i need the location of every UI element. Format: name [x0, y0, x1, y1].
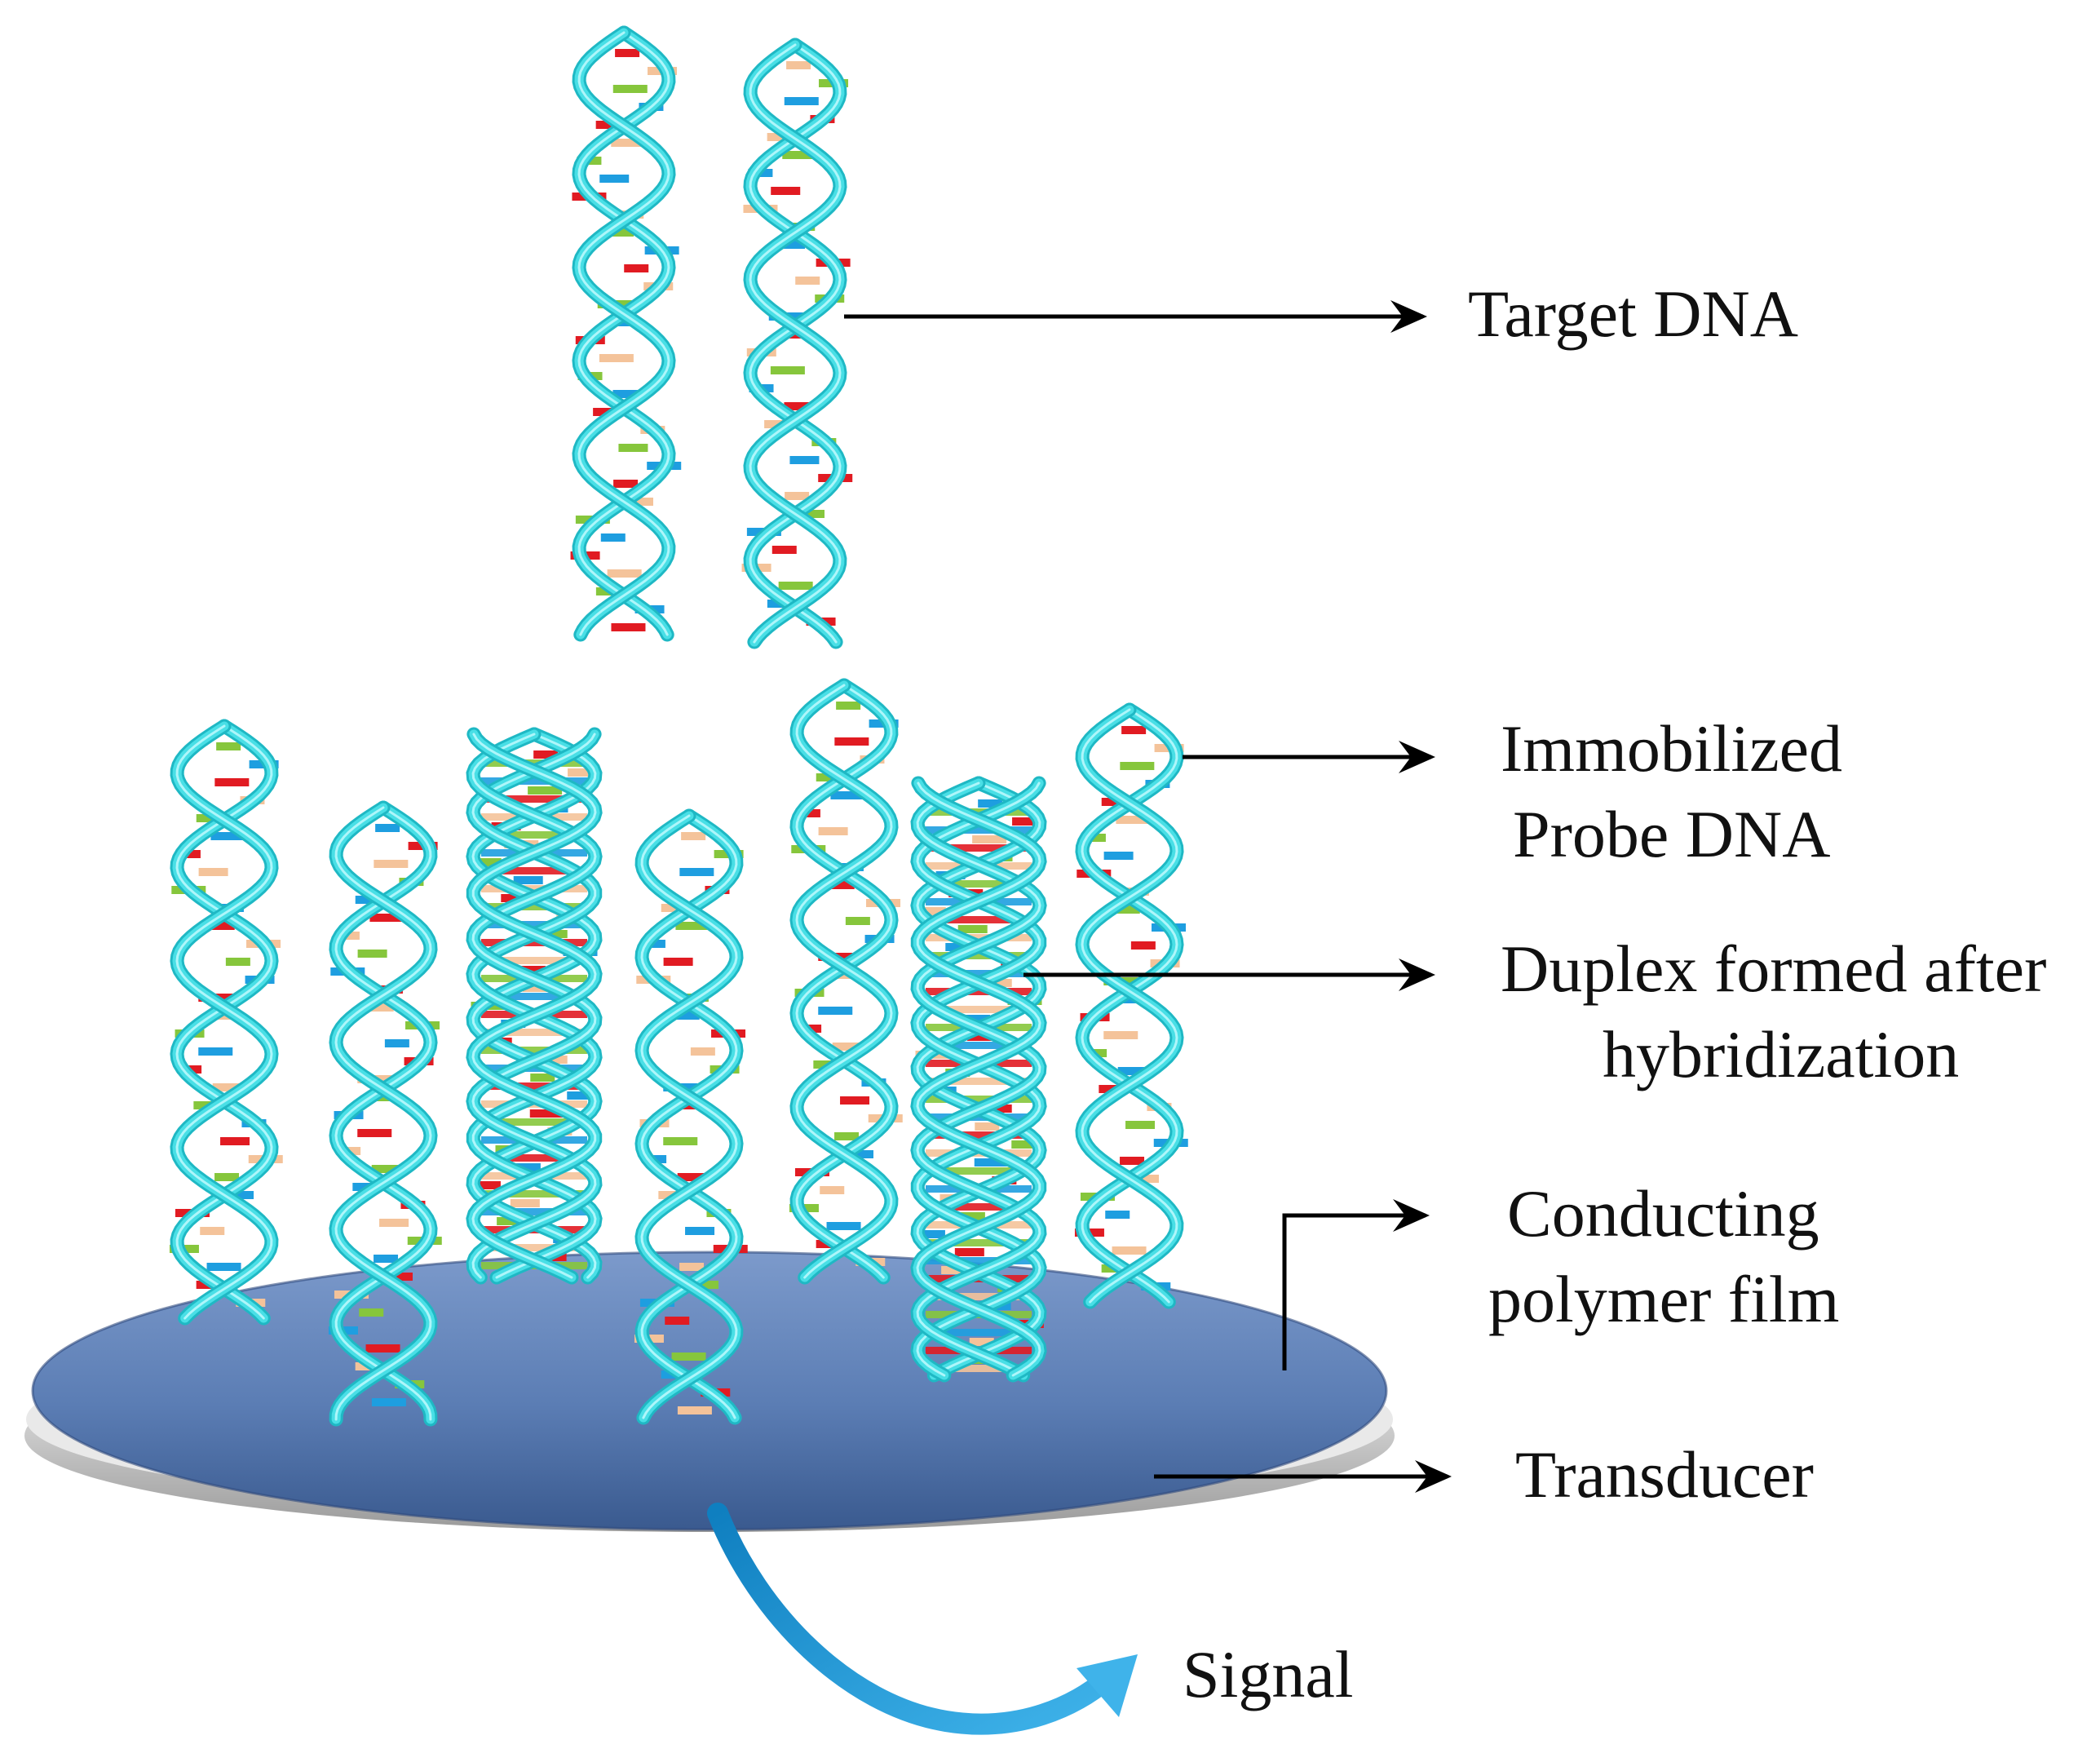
label-arrows	[844, 300, 1452, 1493]
label-duplex: Duplex formed after	[1501, 932, 2046, 1006]
probe-strand-5	[1074, 702, 1188, 1309]
label-transducer: Transducer	[1515, 1437, 1814, 1512]
label-hybridization: hybridization	[1603, 1017, 1959, 1091]
label-conducting: Conducting	[1507, 1176, 1819, 1251]
polymer-arrow	[1282, 1199, 1430, 1370]
target-strand-2	[741, 38, 853, 649]
label-immobilized: Immobilized	[1501, 711, 1842, 786]
label-polymer-film: polymer film	[1488, 1262, 1839, 1336]
label-probe-dna: Probe DNA	[1513, 797, 1830, 871]
probe-strand-3	[634, 808, 748, 1425]
label-signal: Signal	[1183, 1637, 1354, 1711]
curved-arrow-icon	[707, 1503, 1138, 1735]
dna-strands	[169, 25, 1188, 1427]
target-strand-1	[570, 25, 682, 642]
duplex-strand-1	[466, 727, 603, 1285]
duplex-strand-2	[910, 776, 1047, 1383]
labels: Target DNA Immobilized Probe DNA Duplex …	[1183, 277, 2046, 1711]
probe-strand-4	[789, 678, 903, 1285]
label-target-dna: Target DNA	[1468, 277, 1798, 351]
probe-strand-2	[328, 800, 442, 1427]
probe-strand-1	[169, 719, 283, 1326]
